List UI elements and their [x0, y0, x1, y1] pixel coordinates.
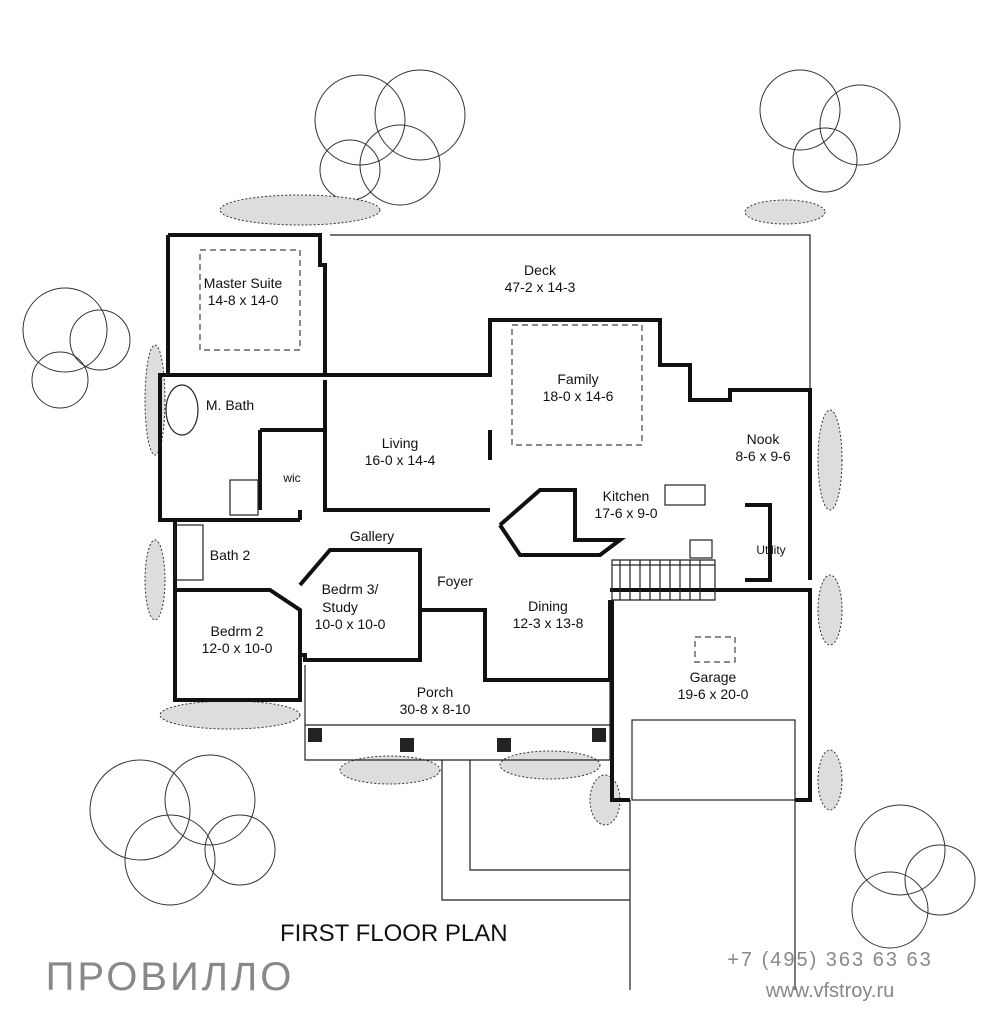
room-size-label: 12-0 x 10-0 [202, 640, 273, 656]
tree-icon [851, 804, 976, 949]
deck-outline [330, 234, 811, 400]
room-size-label: 19-6 x 20-0 [678, 686, 749, 702]
room-size-label: 18-0 x 14-6 [543, 388, 614, 404]
tree-icon [314, 69, 466, 206]
watermark-url: www.vfstroy.ru [765, 980, 895, 1002]
porch [304, 665, 611, 761]
room-bedrm-2: Bedrm 2 [211, 623, 264, 639]
room-porch: Porch [417, 684, 454, 700]
room-size-label: 12-3 x 13-8 [513, 615, 584, 631]
tree-icon [22, 287, 131, 409]
ceiling-lines [199, 249, 796, 801]
plan-title: FIRST FLOOR PLAN [280, 920, 508, 947]
room-living: Living [382, 435, 419, 451]
room-m-bath: M. Bath [206, 397, 254, 413]
room-dining: Dining [528, 598, 568, 614]
room-wic: wic [282, 471, 300, 485]
room-bedrm-3: Bedrm 3/ [322, 581, 379, 597]
walkway [441, 760, 796, 990]
room-size-label: Study [322, 599, 358, 615]
room-family: Family [557, 371, 598, 387]
tree-icon [89, 754, 276, 906]
room-size-label: 14-8 x 14-0 [208, 292, 279, 308]
room-size-label: 10-0 x 10-0 [315, 616, 386, 632]
room-master-suite: Master Suite [204, 275, 283, 291]
room-nook: Nook [747, 431, 781, 447]
watermark-logo: ПРОВИЛЛО [46, 955, 295, 999]
room-garage: Garage [690, 669, 737, 685]
room-size-label: 17-6 x 9-0 [594, 505, 657, 521]
room-size-label: 16-0 x 14-4 [365, 452, 436, 468]
fixtures [165, 384, 713, 581]
walls [158, 233, 812, 802]
room-labels: Master Suite 14-8 x 14-0 Deck 47-2 x 14-… [202, 262, 791, 717]
tree-icon [759, 69, 901, 193]
room-bath-2: Bath 2 [210, 547, 251, 563]
room-foyer: Foyer [437, 573, 473, 589]
watermark-phone: +7 (495) 363 63 63 [727, 949, 933, 971]
room-size-label: 30-8 x 8-10 [400, 701, 471, 717]
room-kitchen: Kitchen [603, 488, 650, 504]
room-size-label: 47-2 x 14-3 [505, 279, 576, 295]
room-size-label: 8-6 x 9-6 [735, 448, 790, 464]
room-deck: Deck [524, 262, 557, 278]
shrubs [144, 194, 843, 826]
room-utility: Utility [756, 543, 785, 557]
room-gallery: Gallery [350, 528, 394, 544]
watermark: ПРОВИЛЛО +7 (495) 363 63 63 www.vfstroy.… [46, 949, 933, 1002]
